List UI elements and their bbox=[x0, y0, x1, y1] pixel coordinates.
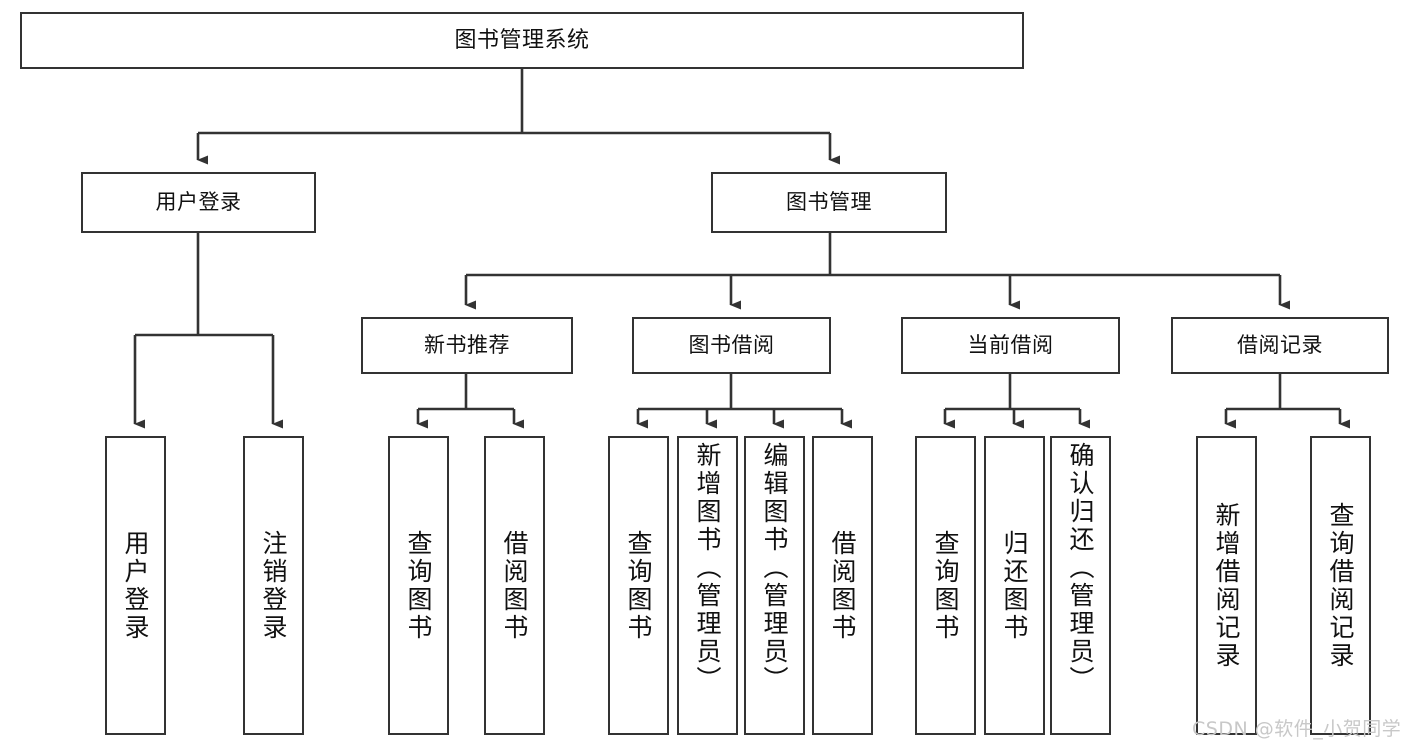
node-book-borrowing[interactable]: 图书借阅 bbox=[632, 317, 831, 374]
node-label: 用户登录 bbox=[121, 529, 150, 642]
leaf-return-book[interactable]: 归还图书 bbox=[984, 436, 1045, 735]
leaf-query-book-current[interactable]: 查询图书 bbox=[915, 436, 976, 735]
node-label: 图书管理系统 bbox=[454, 27, 590, 53]
leaf-query-borrow-record[interactable]: 查询借阅记录 bbox=[1310, 436, 1371, 735]
leaf-user-login[interactable]: 用户登录 bbox=[105, 436, 166, 735]
leaf-edit-book-admin[interactable]: 编辑图书（管理员） bbox=[744, 436, 805, 735]
csdn-watermark: CSDN @软件_小贺同学 bbox=[1192, 718, 1402, 740]
leaf-borrow-book-recommend[interactable]: 借阅图书 bbox=[484, 436, 545, 735]
node-label: 编辑图书（管理员） bbox=[760, 442, 789, 694]
node-label: 借阅记录 bbox=[1237, 333, 1323, 358]
node-label: 注销登录 bbox=[259, 529, 288, 642]
node-root-system[interactable]: 图书管理系统 bbox=[20, 12, 1024, 69]
node-label: 归还图书 bbox=[1000, 529, 1029, 642]
leaf-borrow-book[interactable]: 借阅图书 bbox=[812, 436, 873, 735]
node-borrow-records[interactable]: 借阅记录 bbox=[1171, 317, 1389, 374]
node-label: 新书推荐 bbox=[424, 333, 510, 358]
node-new-book-recommend[interactable]: 新书推荐 bbox=[361, 317, 573, 374]
node-label: 查询图书 bbox=[404, 529, 433, 642]
node-user-login[interactable]: 用户登录 bbox=[81, 172, 316, 233]
node-label: 新增图书（管理员） bbox=[693, 442, 722, 694]
node-book-management[interactable]: 图书管理 bbox=[711, 172, 947, 233]
node-label: 新增借阅记录 bbox=[1212, 501, 1241, 670]
leaf-query-book-borrowing[interactable]: 查询图书 bbox=[608, 436, 669, 735]
leaf-logout[interactable]: 注销登录 bbox=[243, 436, 304, 735]
node-label: 借阅图书 bbox=[828, 529, 857, 642]
node-current-borrowing[interactable]: 当前借阅 bbox=[901, 317, 1120, 374]
leaf-add-borrow-record[interactable]: 新增借阅记录 bbox=[1196, 436, 1257, 735]
node-label: 图书管理 bbox=[786, 190, 872, 215]
node-label: 查询借阅记录 bbox=[1326, 501, 1355, 670]
node-label: 图书借阅 bbox=[688, 333, 775, 358]
node-label: 用户登录 bbox=[155, 190, 242, 215]
node-label: 确认归还（管理员） bbox=[1066, 442, 1095, 694]
node-label: 查询图书 bbox=[624, 529, 653, 642]
node-label: 借阅图书 bbox=[500, 529, 529, 642]
node-label: 当前借阅 bbox=[967, 333, 1054, 358]
leaf-query-book-recommend[interactable]: 查询图书 bbox=[388, 436, 449, 735]
leaf-add-book-admin[interactable]: 新增图书（管理员） bbox=[677, 436, 738, 735]
node-label: 查询图书 bbox=[931, 529, 960, 642]
leaf-confirm-return-admin[interactable]: 确认归还（管理员） bbox=[1050, 436, 1111, 735]
